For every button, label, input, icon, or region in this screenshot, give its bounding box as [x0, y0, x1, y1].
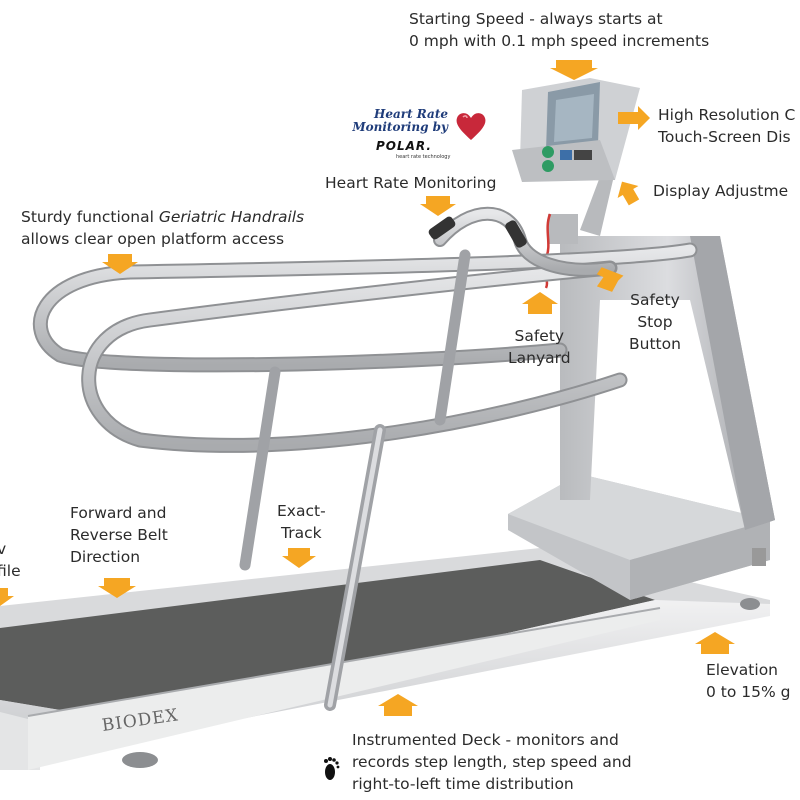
label-heart-rate: Heart Rate Monitoring [325, 174, 497, 192]
arrow-display-adjust [617, 181, 640, 206]
label-elevation: Elevation 0 to 15% g [706, 661, 791, 701]
arrow-starting-speed [550, 60, 598, 80]
polar-logo: Heart Rate Monitoring by POLAR. heart ra… [328, 108, 496, 170]
label-safety-lanyard: Safety Lanyard [508, 327, 571, 367]
label-handrails: Sturdy functional Geriatric Handrails al… [21, 208, 305, 248]
display-console [512, 78, 640, 182]
polar-logo-title: Heart Rate Monitoring by [352, 107, 448, 134]
arrow-elevation [695, 632, 735, 654]
arrow-lanyard [522, 292, 558, 314]
polar-tagline: heart rate technology [396, 154, 451, 160]
footprint-icon [324, 757, 340, 780]
motor-hood [508, 474, 770, 600]
arrow-heart-rate [420, 196, 456, 216]
label-display-hires: High Resolution C Touch-Screen Dis [658, 106, 796, 146]
label-exact-track: Exact- Track [277, 502, 326, 542]
arrow-exact-track [282, 548, 316, 568]
label-starting-speed: Starting Speed - always starts at 0 mph … [409, 10, 710, 50]
treadmill-deck [0, 548, 770, 770]
label-display-adjust: Display Adjustme [653, 182, 789, 200]
heart-icon [456, 113, 486, 140]
arrow-deck [378, 694, 418, 716]
callout-arrows [0, 60, 735, 716]
geriatric-handrails [33, 206, 698, 711]
arrow-forward-reverse [98, 578, 136, 598]
label-left-cut: v file [0, 540, 21, 580]
label-forward-reverse: Forward and Reverse Belt Direction [70, 504, 168, 566]
label-safety-stop-button: Safety Stop Button [629, 291, 681, 353]
arrow-left-cut [0, 588, 14, 606]
arrow-stop-button [596, 267, 624, 292]
heart-rate-grips [428, 216, 527, 248]
arrow-handrails [102, 254, 138, 274]
polar-brand: POLAR. [376, 139, 432, 153]
label-instrumented-deck: Instrumented Deck - monitors and records… [352, 731, 632, 793]
arrow-display [618, 106, 650, 130]
